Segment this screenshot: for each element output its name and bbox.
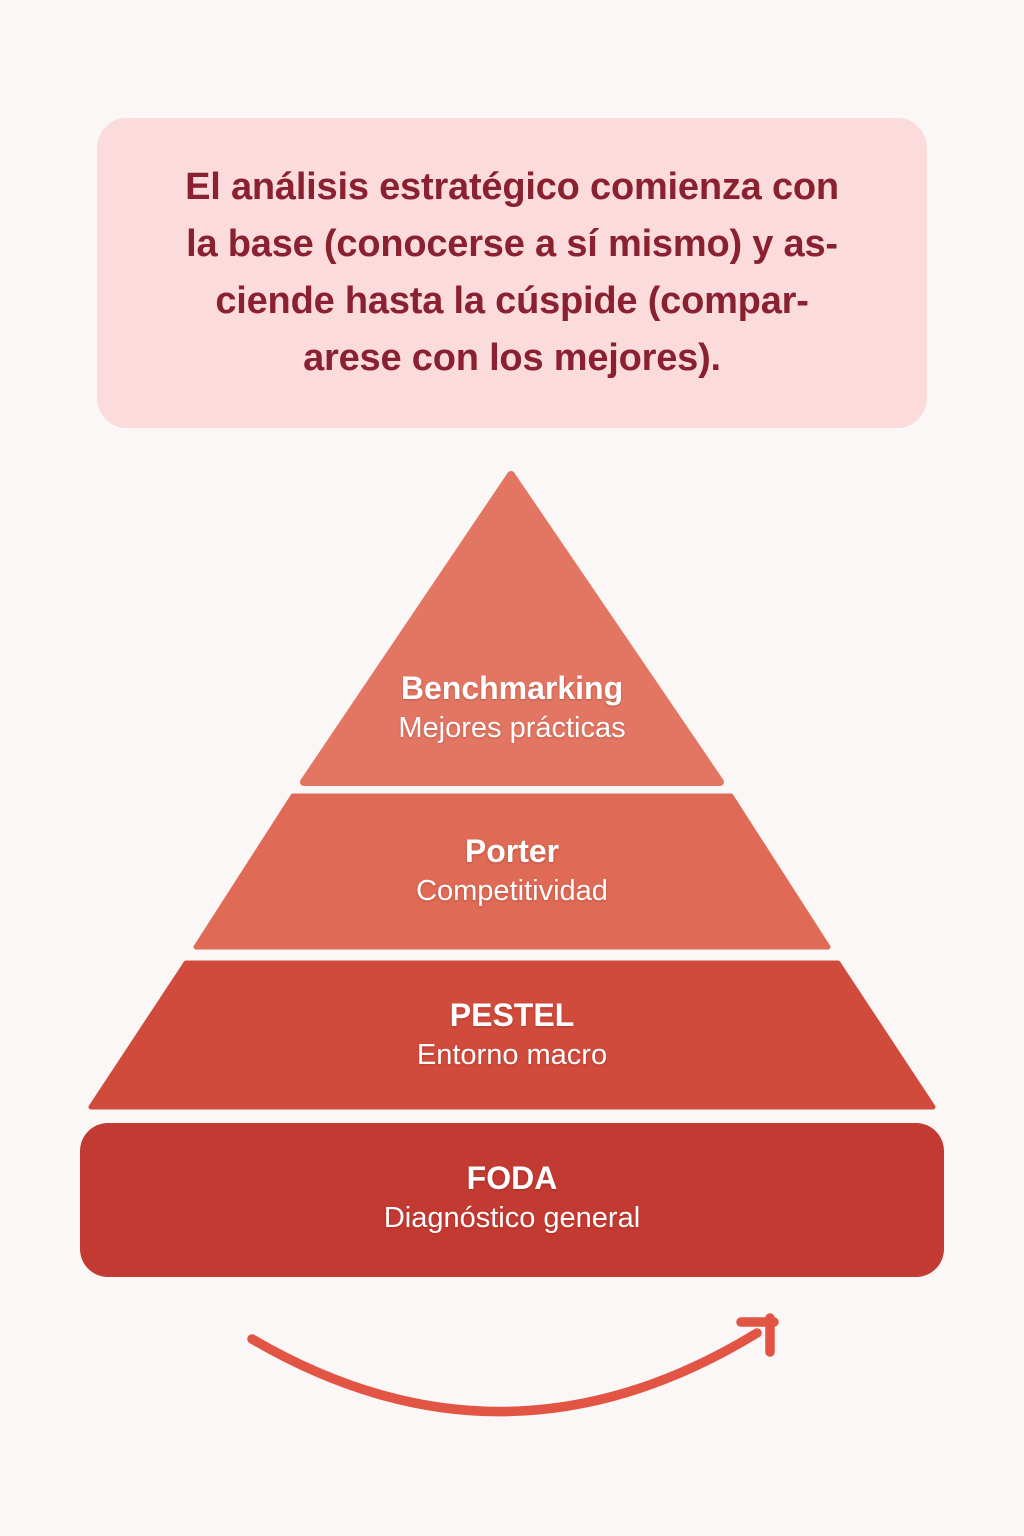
pyramid-level-porter-shape (193, 793, 831, 950)
pyramid-level-pestel-shape (88, 960, 936, 1110)
ascending-arrow-head (736, 1313, 779, 1357)
header-text-line-2: la base (conocerse a sí mismo) y as- (186, 223, 838, 265)
header-text-line-1: El análisis estratégico comienza con (185, 166, 839, 208)
header-text-line-4: arese con los mejores). (303, 337, 721, 379)
header-card: El análisis estratégico comienza con la … (97, 118, 927, 428)
ascending-arrow-shaft (247, 1328, 762, 1417)
header-text-line-3: ciende hasta la cúspide (compar- (215, 280, 809, 322)
pyramid-level-benchmarking-shape (300, 471, 724, 786)
pyramid-level-foda-shape (80, 1123, 944, 1277)
